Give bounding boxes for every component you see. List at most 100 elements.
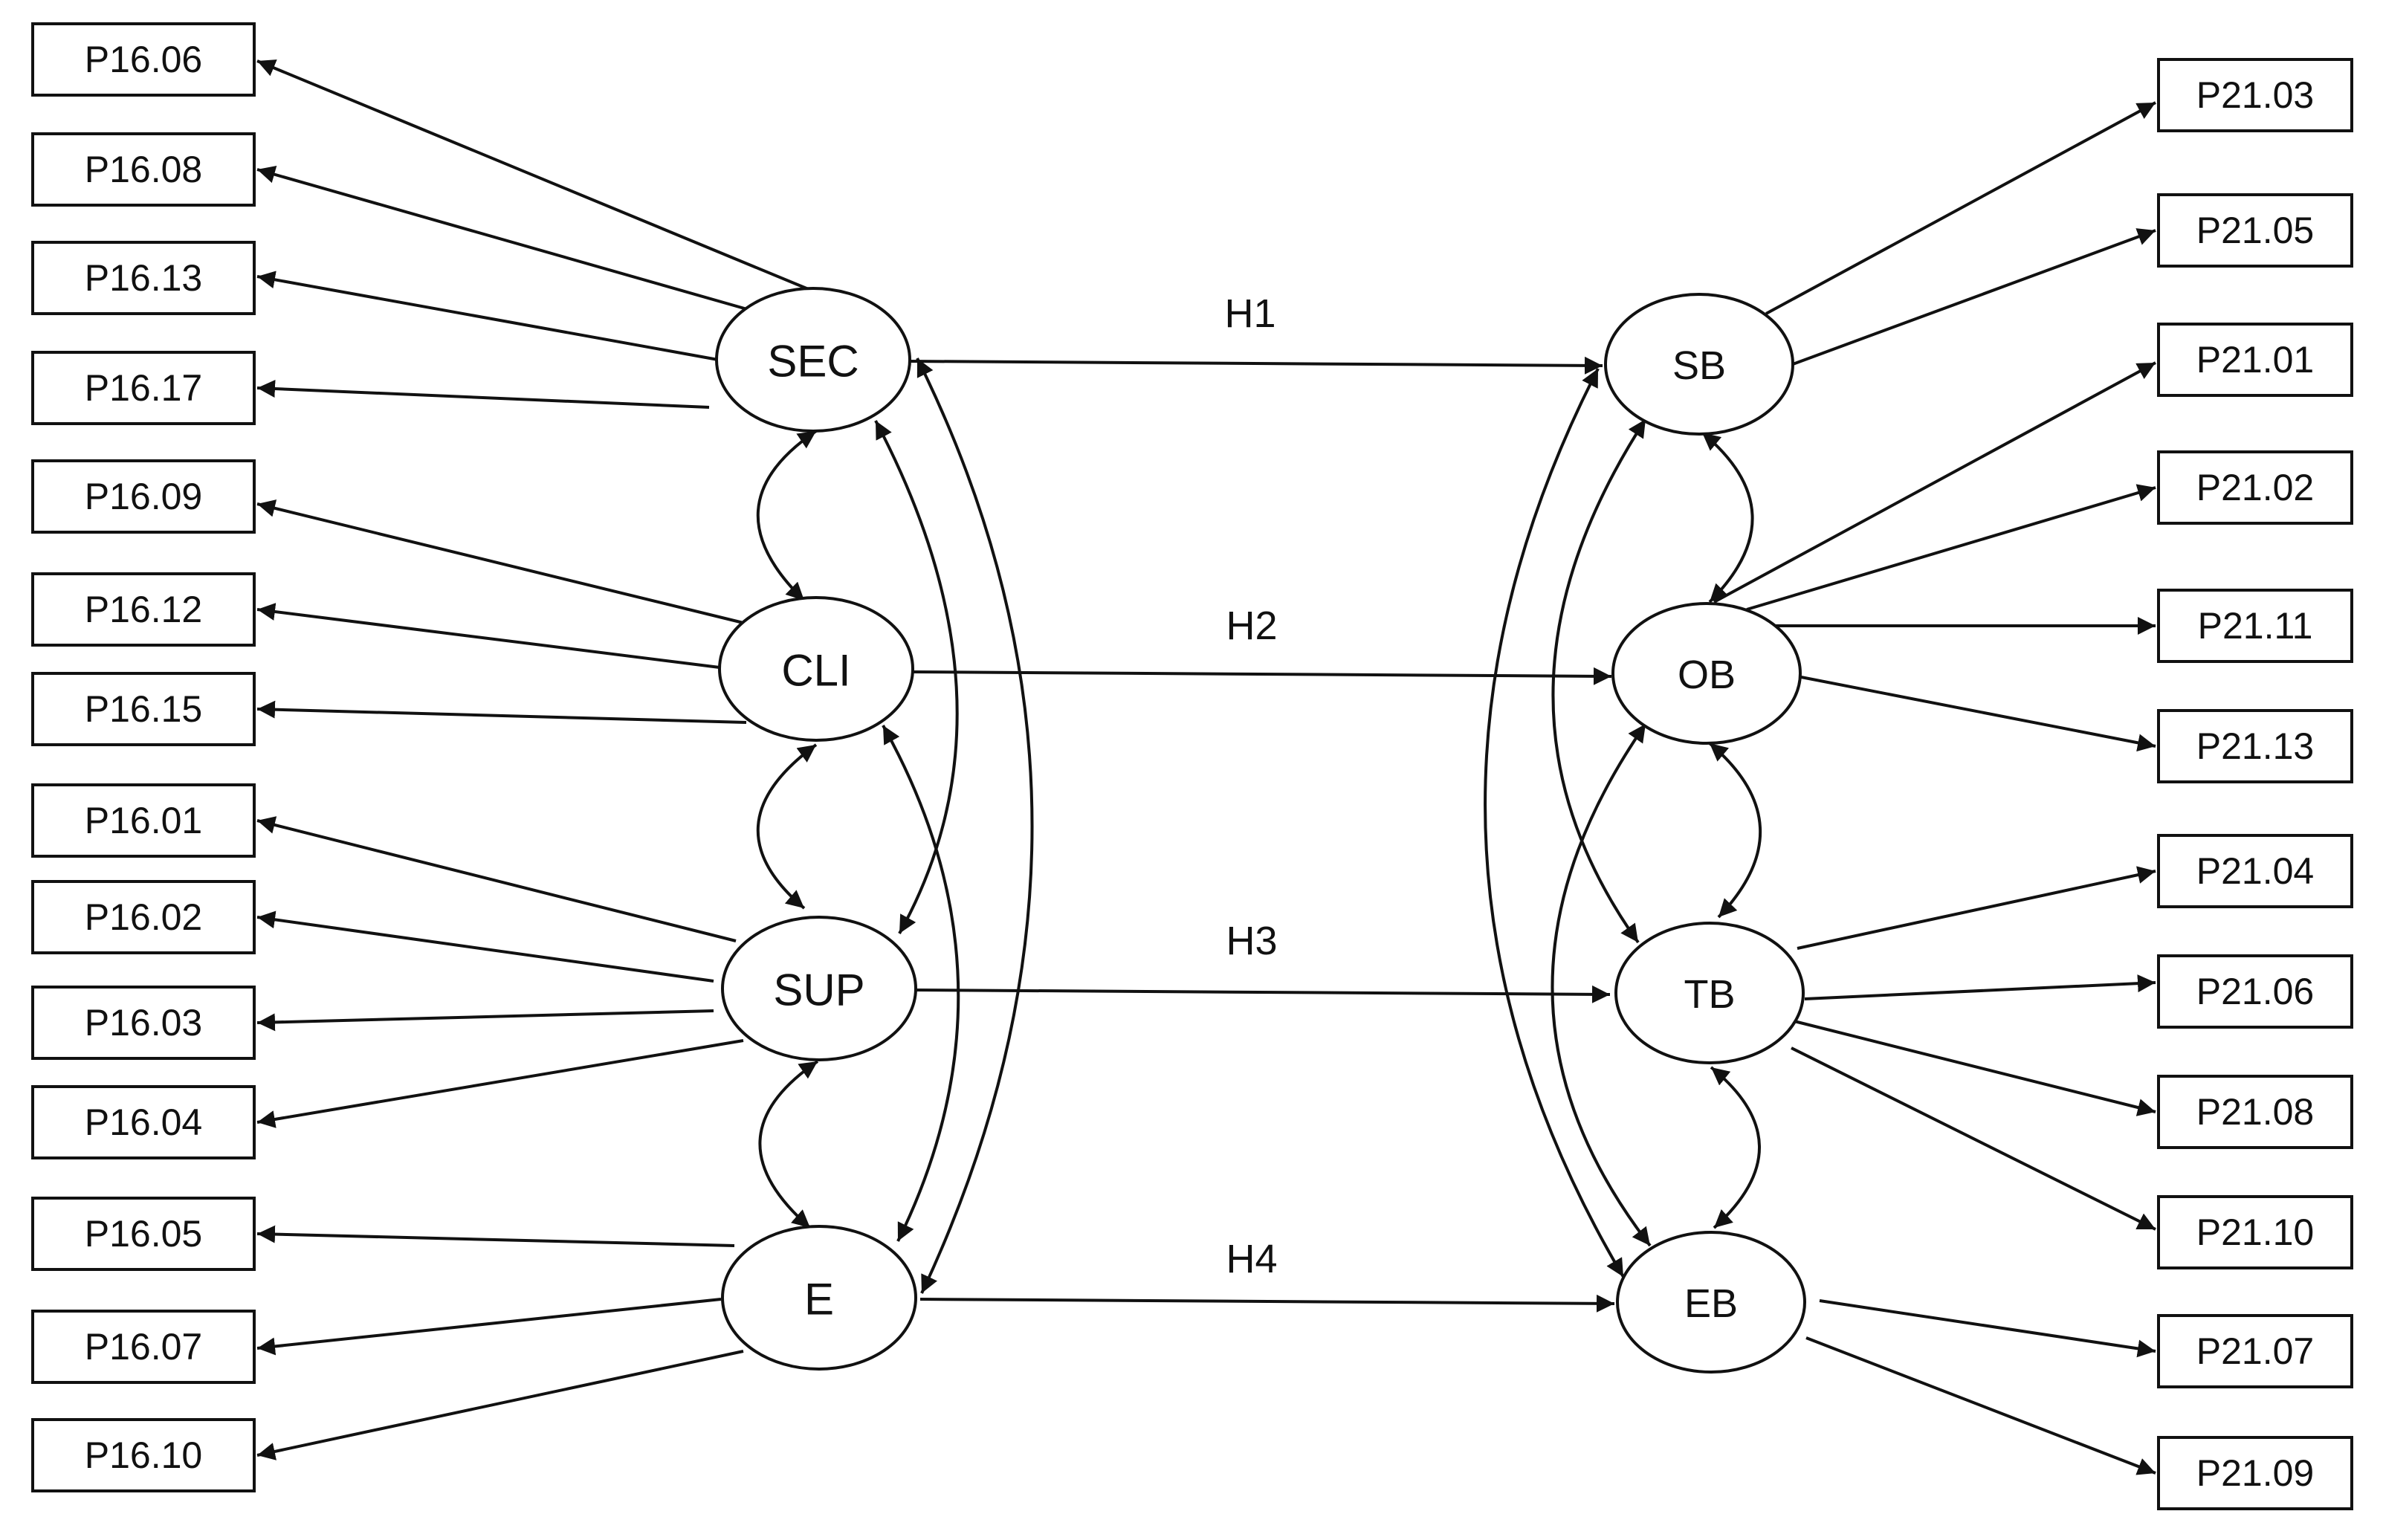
construct-label: TB [1684,972,1735,1017]
loading-arrow [256,1039,744,1128]
indicator-box: P21.07 [2157,1314,2353,1388]
loading-arrow [1805,1336,2156,1475]
indicator-box: P21.06 [2157,954,2353,1029]
indicator-label: P16.13 [85,257,202,299]
indicator-label: P16.15 [85,688,202,730]
indicator-label: P21.05 [2196,210,2314,251]
indicator-label: P21.02 [2196,467,2314,508]
indicator-label: P21.04 [2196,850,2314,892]
indicator-label: P21.01 [2196,339,2314,381]
covariance-curve [1484,368,1625,1278]
construct-eb: EB [1616,1231,1806,1374]
indicator-label: P21.11 [2198,605,2313,647]
left-covariances [756,358,1034,1294]
loading-arrow [1792,228,2156,366]
indicator-box: P16.12 [31,572,256,647]
loading-arrow [1819,1299,2156,1358]
construct-label: SB [1672,343,1726,388]
indicator-box: P16.15 [31,672,256,746]
indicator-label: P21.10 [2196,1211,2314,1253]
indicator-label: P21.08 [2196,1091,2314,1133]
indicator-label: P21.07 [2196,1330,2314,1372]
loading-arrow [256,59,811,291]
loading-arrow [1794,1020,2156,1116]
indicator-label: P16.06 [85,39,202,80]
indicator-box: P21.10 [2157,1195,2353,1269]
loading-arrow [1713,361,2156,604]
path-label-h2: H2 [1226,604,1277,648]
left-constructs: SEC CLI SUP E [715,287,917,1371]
indicator-box: P21.04 [2157,834,2353,908]
path-arrow-h2 [911,667,1612,685]
indicator-label: P16.04 [85,1101,202,1143]
indicator-label: P16.07 [85,1326,202,1368]
indicator-box: P16.13 [31,241,256,315]
covariance-curve [756,430,818,602]
indicator-label: P21.06 [2196,971,2314,1012]
construct-label: SEC [767,337,859,386]
left-indicators: P16.06 P16.08 P16.13 P16.17 P16.09 P16.1… [31,22,256,1492]
loading-arrow [1746,484,2156,611]
indicator-label: P16.10 [85,1434,202,1476]
indicator-box: P16.08 [31,132,256,207]
indicator-label: P16.05 [85,1213,202,1255]
indicator-box: P21.02 [2157,450,2353,525]
indicator-box: P16.01 [31,783,256,858]
indicator-label: P16.01 [85,800,202,841]
loading-arrow [256,816,737,942]
loading-arrow [1804,974,2156,1000]
indicator-box: P21.11 [2157,589,2353,663]
indicator-box: P16.04 [31,1085,256,1159]
path-label-h3: H3 [1226,919,1277,963]
construct-label: OB [1678,653,1736,697]
covariance-curve [1708,742,1762,919]
construct-label: E [804,1275,834,1324]
loading-arrow [256,910,714,983]
loading-arrow [256,700,747,724]
indicator-box: P16.09 [31,459,256,534]
construct-e: E [721,1225,917,1371]
construct-tb: TB [1614,922,1805,1064]
indicator-box: P21.01 [2157,323,2353,397]
covariance-curve [1701,431,1754,604]
left-loading-arrows [256,59,811,1460]
right-constructs: SB OB TB EB [1604,293,1806,1374]
right-covariances [1484,368,1762,1278]
construct-sup: SUP [721,916,917,1061]
indicator-box: P21.03 [2157,58,2353,132]
indicator-box: P16.05 [31,1197,256,1271]
indicator-box: P16.02 [31,880,256,954]
indicator-box: P16.10 [31,1418,256,1492]
indicator-box: P21.05 [2157,193,2353,268]
construct-ob: OB [1611,602,1802,745]
loading-arrow [1797,866,2156,950]
construct-label: SUP [773,965,864,1015]
indicator-label: P21.13 [2196,725,2314,767]
loading-arrow [256,1225,735,1247]
indicator-label: P21.09 [2196,1452,2314,1494]
loading-arrow [256,1298,722,1356]
construct-sec: SEC [715,287,911,433]
covariance-curve [756,743,818,910]
indicator-label: P16.03 [85,1002,202,1044]
loading-arrow [1797,675,2156,752]
right-loading-arrows [1713,101,2156,1475]
loading-arrow [256,271,719,361]
indicator-box: P21.08 [2157,1075,2353,1149]
loading-arrow [256,380,710,409]
construct-label: CLI [781,646,850,696]
path-label-h1: H1 [1224,291,1275,336]
indicator-box: P16.17 [31,351,256,425]
indicator-label: P16.12 [85,589,202,630]
indicator-label: P21.03 [2196,74,2314,116]
indicator-box: P21.09 [2157,1436,2353,1510]
loading-arrow [256,166,753,312]
loading-arrow [256,1009,714,1032]
loading-arrow [256,603,720,669]
loading-arrow [256,499,744,624]
indicator-box: P16.06 [31,22,256,97]
indicator-label: P16.09 [85,476,202,517]
path-arrow-h1 [908,356,1603,375]
construct-cli: CLI [718,596,914,742]
